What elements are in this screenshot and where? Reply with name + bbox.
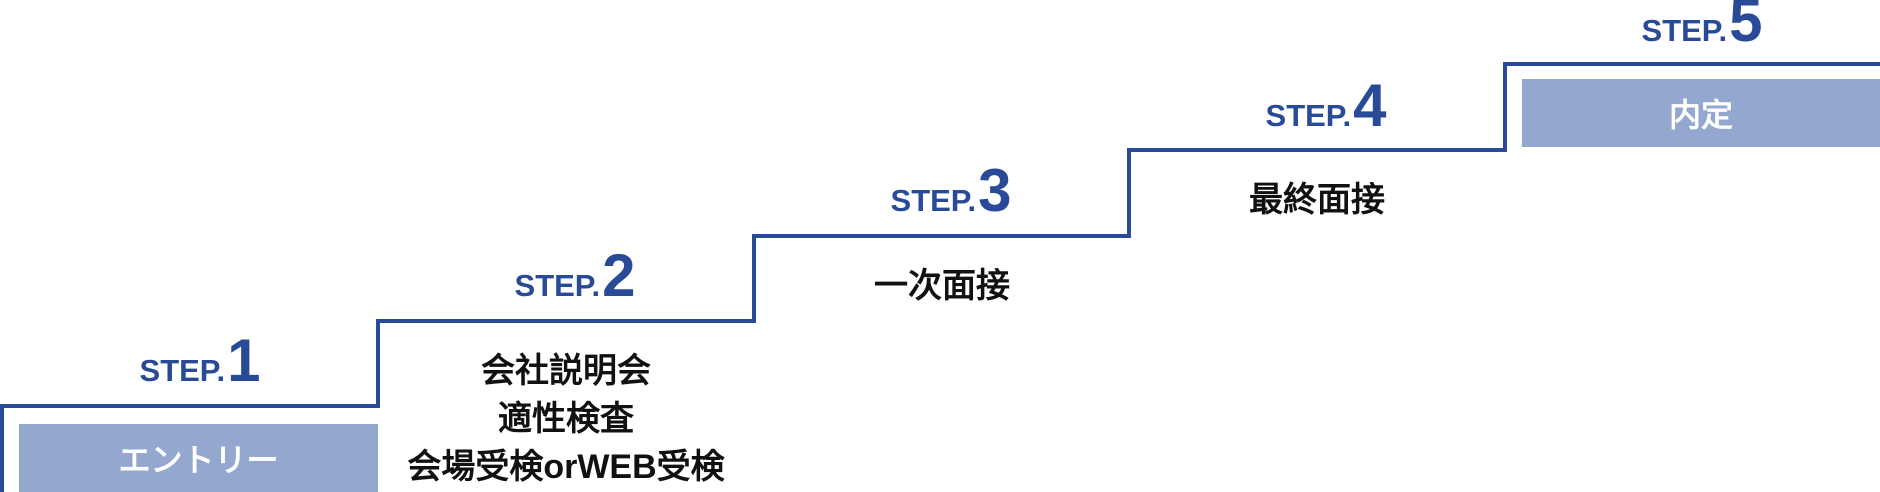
step-5-badge: 内定	[1522, 79, 1880, 147]
step-5-word: STEP.	[1641, 13, 1728, 48]
step-4-word: STEP.	[1265, 98, 1352, 133]
step-4-heading: STEP. 4	[1138, 71, 1514, 140]
step-4-description: 最終面接	[1129, 176, 1505, 224]
step-5-heading: STEP. 5	[1514, 0, 1880, 55]
step-5-number: 5	[1729, 0, 1763, 54]
step-2-word: STEP.	[514, 268, 601, 303]
step-2-description: 会社説明会 適性検査 会場受検orWEB受検	[378, 347, 754, 491]
step-3-number: 3	[978, 157, 1012, 224]
step-4-number: 4	[1353, 72, 1387, 139]
step-2-line-1: 会社説明会	[481, 352, 651, 390]
step-4-line-1: 最終面接	[1249, 181, 1385, 219]
step-2-heading: STEP. 2	[387, 241, 763, 310]
step-3-line-1: 一次面接	[874, 267, 1010, 305]
step-2-number: 2	[602, 242, 636, 309]
step-3-word: STEP.	[890, 183, 977, 218]
step-3-heading: STEP. 3	[763, 156, 1139, 225]
step-3-description: 一次面接	[754, 262, 1130, 310]
step-1-heading: STEP. 1	[12, 326, 388, 395]
step-1-word: STEP.	[139, 353, 226, 388]
step-1-badge: エントリー	[19, 424, 378, 492]
step-2-line-2: 適性検査	[498, 400, 634, 438]
step-2-line-3: 会場受検orWEB受検	[407, 448, 725, 486]
step-1-number: 1	[227, 327, 261, 394]
